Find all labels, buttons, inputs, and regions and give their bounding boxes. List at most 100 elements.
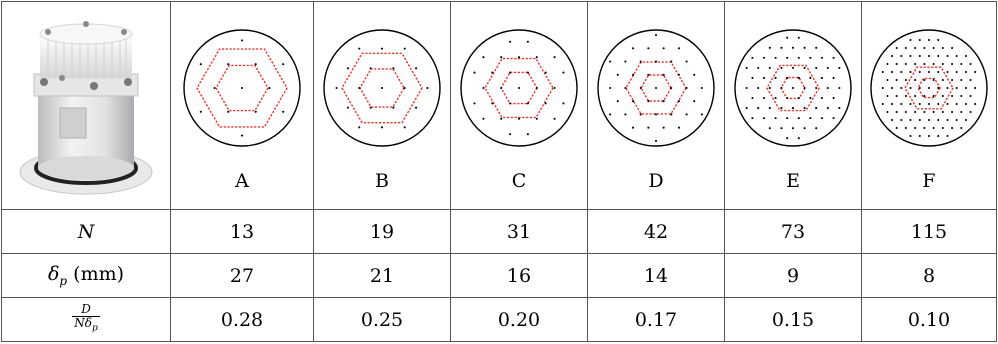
- pin-point: [624, 86, 627, 90]
- pin-point: [609, 60, 612, 63]
- pin-point: [881, 70, 884, 74]
- device-photo-cell: [1, 1, 171, 210]
- config-cell-f: F: [861, 1, 997, 210]
- pin-point: [677, 73, 680, 76]
- delta-value: 27: [170, 253, 314, 298]
- pin-point: [927, 86, 931, 90]
- pin-point: [227, 63, 230, 66]
- outer-circle: [183, 29, 301, 147]
- pin-point: [780, 66, 783, 69]
- pin-point: [774, 117, 777, 120]
- outer-circle: [870, 29, 988, 147]
- pin-point: [927, 102, 931, 106]
- pin-point: [762, 96, 766, 100]
- pin-point: [240, 134, 244, 137]
- pin-point: [895, 62, 898, 66]
- pin-point: [960, 126, 963, 130]
- delta-symbol: δ: [47, 263, 60, 286]
- pin-point: [199, 110, 202, 113]
- pin-point: [509, 102, 512, 105]
- delta-value: 14: [587, 253, 725, 298]
- pin-point: [809, 76, 812, 80]
- pin-point: [526, 133, 529, 136]
- ratio-fraction: D Nδp: [72, 303, 100, 335]
- pin-point: [670, 113, 673, 116]
- pin-point: [891, 54, 894, 58]
- pin-point: [482, 117, 485, 120]
- pin-point: [757, 107, 760, 110]
- pin-point: [932, 78, 935, 82]
- pin-point: [240, 39, 244, 42]
- pin-point: [358, 126, 361, 129]
- pattern-diagram-e: [734, 29, 852, 147]
- delta-value: 21: [313, 253, 451, 298]
- pin-point: [647, 73, 650, 76]
- pin-point: [951, 62, 954, 66]
- pin-point: [932, 110, 935, 114]
- pin-point: [815, 46, 818, 49]
- pin-point: [392, 67, 395, 70]
- pin-point: [886, 62, 889, 66]
- outer-hexagon: [196, 48, 288, 128]
- outer-circle: [460, 29, 578, 147]
- pin-point: [881, 86, 884, 90]
- pin-point: [923, 46, 926, 50]
- pin-point: [918, 70, 921, 74]
- pin-point: [951, 126, 954, 130]
- pin-point: [562, 71, 565, 74]
- pin-point: [923, 110, 926, 114]
- pin-point: [809, 56, 812, 59]
- pin-point: [282, 63, 285, 66]
- pin-point: [780, 107, 783, 110]
- pin-point: [358, 47, 361, 50]
- pin-point: [500, 86, 503, 90]
- pin-point: [832, 76, 835, 80]
- pin-point: [415, 67, 418, 70]
- pin-point: [838, 107, 841, 110]
- pin-point: [282, 110, 285, 113]
- pin-point: [946, 118, 949, 122]
- pin-point: [670, 86, 673, 90]
- n-value: 42: [587, 209, 725, 254]
- pin-point: [955, 86, 958, 90]
- device-photo: [19, 21, 153, 195]
- pin-point: [517, 117, 521, 120]
- pin-point: [918, 118, 921, 122]
- pin-point: [380, 47, 384, 50]
- pin-point: [654, 34, 658, 37]
- ratio-value: 0.28: [170, 297, 314, 342]
- ratio-den-n: N: [74, 316, 85, 331]
- pin-point: [891, 70, 894, 74]
- pin-point: [927, 54, 931, 58]
- config-label: A: [235, 170, 249, 192]
- pin-point: [757, 66, 760, 69]
- pin-point: [639, 60, 642, 63]
- pin-point: [762, 117, 766, 120]
- n-value: 13: [170, 209, 314, 254]
- pin-point: [768, 107, 771, 110]
- pin-point: [927, 70, 931, 74]
- outer-circle: [734, 29, 852, 147]
- pin-point: [909, 134, 912, 138]
- pin-point: [791, 46, 795, 49]
- pin-point: [654, 60, 658, 63]
- pin-point: [941, 62, 944, 66]
- pin-point: [937, 118, 940, 122]
- pin-point: [904, 46, 907, 50]
- pin-point: [838, 86, 841, 90]
- pin-point: [937, 54, 940, 58]
- pin-point: [700, 113, 703, 116]
- config-label: B: [375, 170, 389, 192]
- delta-row-header: δp (mm): [1, 253, 171, 298]
- pin-point: [918, 102, 921, 106]
- pin-point: [951, 46, 954, 50]
- pin-point: [685, 60, 688, 63]
- pin-point: [762, 76, 766, 80]
- pin-point: [609, 113, 612, 116]
- pin-point: [526, 71, 529, 74]
- pin-point: [937, 70, 940, 74]
- pin-point: [639, 113, 642, 116]
- pin-point: [227, 110, 230, 113]
- pin-point: [815, 86, 818, 90]
- pin-point: [974, 70, 977, 74]
